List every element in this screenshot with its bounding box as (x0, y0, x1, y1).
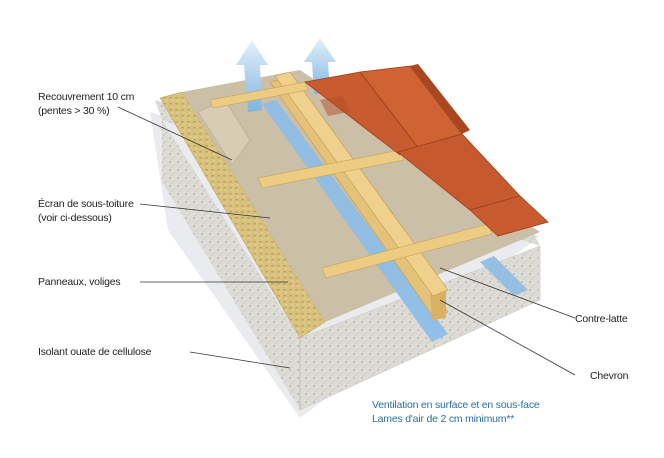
label-recouvrement-line1: Recouvrement 10 cm (38, 91, 135, 103)
roof-tiles (304, 64, 549, 237)
label-panneaux: Panneaux, voliges (38, 276, 121, 288)
label-ecran: Écran de sous-toiture (voir ci-dessous) (38, 197, 134, 225)
label-ecran-line1: Écran de sous-toiture (38, 198, 134, 210)
label-recouvrement: Recouvrement 10 cm (pentes > 30 %) (38, 90, 134, 118)
label-chevron: Chevron (590, 370, 629, 382)
batten-2 (257, 149, 405, 189)
batten-3 (321, 223, 493, 279)
label-recouvrement-line2: (pentes > 30 %) (38, 105, 110, 117)
rafter-front (430, 290, 446, 320)
ventilation-note-line1: Ventilation en surface et en sous-face (372, 399, 540, 411)
airflow-strip-lower (262, 100, 448, 342)
label-isolant: Isolant ouate de cellulose (38, 346, 152, 358)
ventilation-note-line2: Lames d'air de 2 cm minimum** (372, 413, 515, 425)
label-contre-latte: Contre-latte (575, 313, 628, 325)
counter-batten (274, 71, 449, 297)
label-ecran-line2: (voir ci-dessous) (38, 212, 112, 224)
ventilation-note: Ventilation en surface et en sous-face L… (372, 398, 540, 426)
airflow-strip-upper (480, 256, 528, 296)
insulation-front-face (162, 120, 300, 410)
batten-1 (209, 81, 309, 109)
leader-lines (117, 106, 576, 376)
